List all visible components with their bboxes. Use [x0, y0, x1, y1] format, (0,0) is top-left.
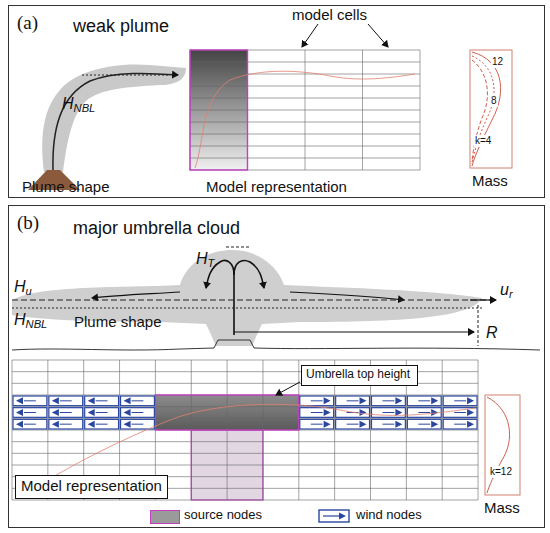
- panel-caption: Model representation: [206, 178, 347, 195]
- subscript: NBL: [74, 102, 96, 114]
- subscript: NBL: [26, 318, 48, 330]
- mass-plot: 128k=4Mass: [471, 51, 513, 169]
- node-text: Mass: [484, 499, 520, 516]
- callout-box: Umbrella top height: [301, 365, 418, 386]
- velocity-label: ur: [500, 281, 513, 301]
- node-text: Umbrella top height: [306, 367, 413, 381]
- height-label: HT: [196, 250, 214, 270]
- legend-swatch: [150, 510, 180, 524]
- annotation: model cells: [292, 6, 367, 23]
- panel-box: (b) major umbrella cloudUmbrella top heig…: [8, 205, 545, 528]
- node-text: Mass: [472, 172, 508, 189]
- height-label: HNBL: [62, 95, 95, 115]
- node-text: (b): [17, 212, 39, 234]
- node-text: weak plume: [73, 16, 169, 37]
- panel-caption: Plume shape: [74, 313, 162, 330]
- node-text: Model representation: [21, 477, 162, 495]
- node-text: k=12: [489, 466, 513, 478]
- panel-box: (a) weak plume 12 8 k=4Mass: [8, 5, 545, 198]
- legend-text: source nodes: [184, 508, 262, 523]
- node-text: 8: [490, 95, 498, 107]
- panel-caption: Plume shape: [22, 178, 110, 195]
- subscript: u: [26, 285, 32, 297]
- node-text: k=4: [474, 135, 492, 147]
- subscript: r: [509, 288, 513, 300]
- node-text: 12: [491, 56, 504, 68]
- legend-text: wind nodes: [356, 508, 422, 523]
- radius-label: R: [486, 324, 498, 342]
- caption-box: Model representation: [15, 475, 168, 499]
- legend-swatch: [318, 509, 350, 523]
- height-label: HNBL: [14, 311, 47, 331]
- node-text: (a): [17, 12, 38, 34]
- mass-plot: k=12Mass: [486, 396, 521, 496]
- height-label: Hu: [14, 278, 32, 298]
- node-text: major umbrella cloud: [73, 218, 240, 239]
- subscript: T: [208, 257, 215, 269]
